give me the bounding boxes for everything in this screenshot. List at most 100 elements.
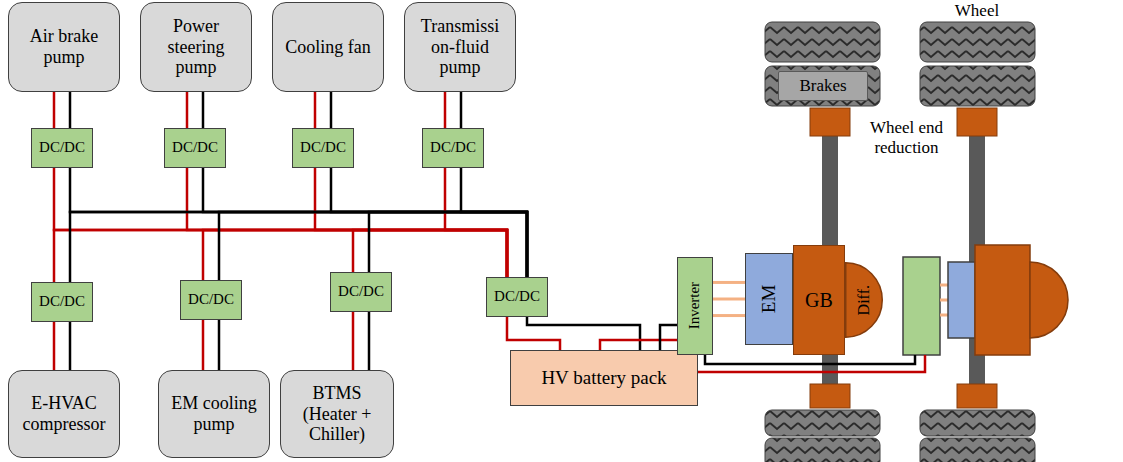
brakes-box: Brakes xyxy=(778,71,868,101)
wire xyxy=(187,168,507,277)
node-text: DC/DC xyxy=(38,139,86,156)
node-text: GB xyxy=(800,289,838,312)
wire xyxy=(315,168,507,277)
wire xyxy=(69,322,72,370)
wire xyxy=(460,92,463,128)
power-connector xyxy=(54,322,70,370)
wire xyxy=(445,168,507,277)
dc-dc-converter: DC/DC xyxy=(164,128,226,168)
power-connector xyxy=(54,212,527,282)
node-text: Brakes xyxy=(785,76,861,96)
wheel-end-reduction xyxy=(957,108,997,136)
node-text: DC/DC xyxy=(187,291,235,308)
auxiliary-load-box: Cooling fan xyxy=(272,2,384,92)
wire xyxy=(69,92,72,128)
wire xyxy=(660,325,677,350)
wire xyxy=(218,320,221,370)
dc-dc-converter: DC/DC xyxy=(486,277,548,317)
wire xyxy=(54,230,507,282)
power-connector xyxy=(315,92,331,128)
wire xyxy=(353,230,507,277)
electric-motor: EM xyxy=(745,253,793,345)
negative-wire xyxy=(705,355,915,364)
rear-power-wires xyxy=(690,355,925,372)
auxiliary-load-box: BTMS (Heater + Chiller) xyxy=(280,370,394,458)
power-connector xyxy=(353,312,369,370)
power-connector xyxy=(445,168,527,277)
power-connector xyxy=(187,168,527,277)
gearbox: GB xyxy=(793,245,845,355)
phase-wire xyxy=(940,299,948,302)
tire xyxy=(765,438,880,462)
dc-dc-converter: DC/DC xyxy=(330,272,392,312)
differential-shape xyxy=(846,263,883,338)
wire xyxy=(713,298,745,301)
wire xyxy=(202,320,205,370)
power-connector xyxy=(54,168,527,277)
wire xyxy=(713,281,745,284)
tire xyxy=(920,66,1035,106)
dc-dc-converter: DC/DC xyxy=(31,128,93,168)
node-text: Power steering pump xyxy=(147,16,245,78)
wire xyxy=(600,340,677,350)
node-text: DC/DC xyxy=(171,139,219,156)
power-connector xyxy=(507,317,640,350)
wire xyxy=(368,312,371,370)
auxiliary-load-box: Transmissi on-fluid pump xyxy=(404,2,516,92)
dc-dc-converter: DC/DC xyxy=(292,128,354,168)
wire xyxy=(202,92,205,128)
wire xyxy=(53,92,56,128)
auxiliary-load-box: Air brake pump xyxy=(8,2,120,92)
node-text: DC/DC xyxy=(38,293,86,310)
power-connector xyxy=(315,168,527,277)
rear-differential xyxy=(1030,262,1068,338)
node-text: DC/DC xyxy=(337,283,385,300)
power-connector xyxy=(713,282,745,315)
wire xyxy=(352,312,355,370)
node-text: BTMS (Heater + Chiller) xyxy=(287,383,387,445)
dc-dc-converter: DC/DC xyxy=(180,280,242,320)
wire xyxy=(331,168,527,277)
node-text: Air brake pump xyxy=(15,26,113,67)
node-text: HV battery pack xyxy=(517,367,691,389)
power-connector xyxy=(203,212,527,280)
wire xyxy=(70,212,527,282)
node-text: DC/DC xyxy=(299,139,347,156)
power-connector xyxy=(445,92,461,128)
wire xyxy=(461,168,527,277)
wheel-hub xyxy=(810,384,850,408)
wire xyxy=(527,317,640,350)
node-text: Inverter xyxy=(686,282,703,329)
node-text: EM xyxy=(758,285,780,314)
tire xyxy=(765,410,880,436)
wire xyxy=(507,317,560,350)
wheel-hub xyxy=(810,108,850,136)
rear-gearbox xyxy=(975,245,1030,355)
node-text: DC/DC xyxy=(493,288,541,305)
tire xyxy=(920,410,1035,436)
power-connector xyxy=(187,92,203,128)
tire xyxy=(765,22,880,62)
part-label: Wheel end reduction xyxy=(858,118,955,157)
phase-wire xyxy=(940,314,948,317)
differential: Diff. xyxy=(845,262,883,338)
tire xyxy=(765,66,880,106)
wheel-end-reduction xyxy=(957,384,997,408)
part-label: Wheel xyxy=(937,1,1017,21)
phase-wire xyxy=(940,284,948,287)
wire xyxy=(369,212,527,277)
rear-motor xyxy=(948,262,975,338)
power-connector xyxy=(54,92,70,128)
auxiliary-load-box: E-HVAC compressor xyxy=(8,370,120,458)
wire xyxy=(219,212,527,280)
power-connector xyxy=(203,320,219,370)
wire xyxy=(54,168,507,277)
dc-dc-converter: DC/DC xyxy=(422,128,484,168)
wire xyxy=(53,322,56,370)
node-text: Cooling fan xyxy=(279,37,377,58)
dc-dc-converter: DC/DC xyxy=(31,282,93,322)
wire xyxy=(713,314,745,317)
rear-drivetrain xyxy=(903,245,1068,355)
node-text: Diff. xyxy=(855,285,873,315)
